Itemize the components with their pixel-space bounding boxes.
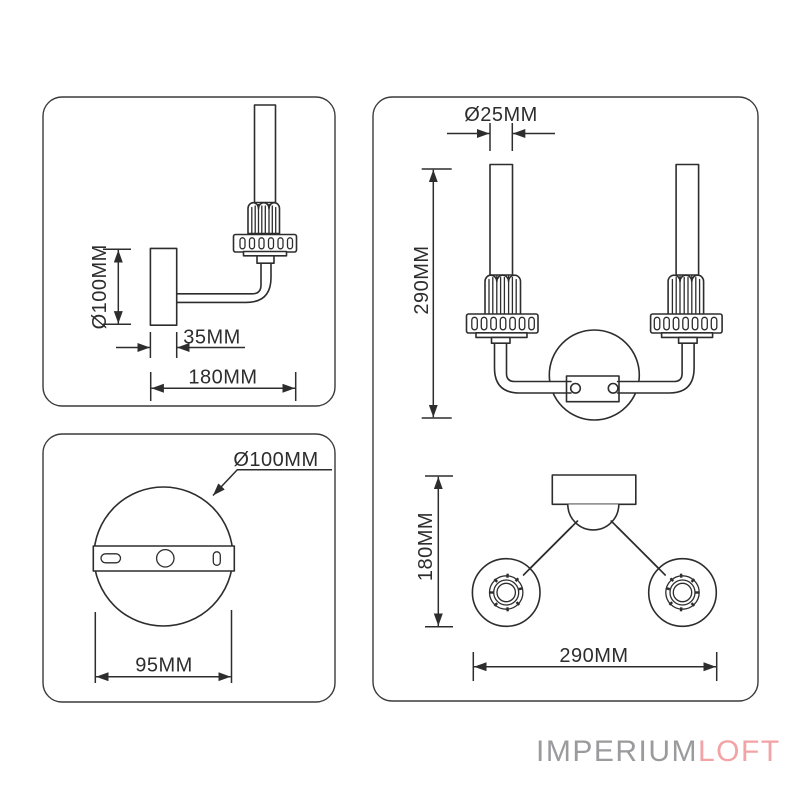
sconce-arm-side (176, 262, 272, 304)
brand-logo-loft: LOFT (698, 735, 781, 768)
fluted-section-side (247, 201, 281, 235)
candle-neck-front-left (490, 336, 511, 344)
dim-top-width: 290MM (472, 645, 718, 681)
dim-side-depth: 35MM (116, 327, 245, 358)
dim-label-backplate-diameter: Ø100MM (233, 449, 318, 471)
candle-tube-side (253, 104, 277, 204)
brand-logo: IMPERIUMLOFT (536, 735, 779, 769)
collar-slots-side (239, 237, 294, 250)
dim-backplate-width: 95MM (94, 610, 233, 683)
backplate-front (548, 329, 641, 421)
panel-backplate-view (42, 433, 336, 703)
dim-top-projection: 180MM (415, 475, 453, 628)
arm-socket-left (569, 382, 582, 394)
dim-label-top-width: 290MM (559, 645, 628, 667)
dim-label-front-candle-diameter: Ø25MM (464, 104, 538, 126)
wall-plate-side (149, 247, 178, 326)
dim-front-candle-diameter: Ø25MM (447, 104, 555, 151)
sconce-arm-front-left (493, 342, 572, 394)
backplate-view-drawing: Ø100MM 95MM (92, 449, 332, 683)
candle-tube-front-left (489, 163, 514, 276)
dim-label-front-height: 290MM (411, 245, 433, 314)
side-view-drawing: Ø100MM 35MM 180MM (89, 104, 298, 401)
dim-side-length: 180MM (149, 367, 297, 401)
candle-neck-side (256, 255, 275, 265)
sconce-arm-front-right (616, 342, 695, 394)
mounting-slot-right (212, 551, 221, 566)
top-view-drawing: 180MM 290MM (415, 474, 718, 681)
dim-label-side-depth: 35MM (183, 327, 241, 349)
dim-label-side-length: 180MM (188, 367, 257, 389)
junction-box-front (565, 375, 620, 403)
pivot-dome-top (567, 504, 620, 531)
panel-front-top-view (372, 96, 759, 702)
mounting-hole-center (155, 548, 175, 568)
arm-top-right (610, 520, 666, 576)
fluted-section-front-left (484, 274, 522, 316)
dim-side-diameter: Ø100MM (89, 244, 131, 329)
mounting-slot-left (100, 553, 122, 564)
dim-label-top-projection: 180MM (415, 512, 437, 581)
front-view-drawing: Ø25MM 290MM (411, 104, 723, 421)
brand-logo-imperium: IMPERIUM (536, 735, 698, 768)
arm-top-left (522, 520, 579, 576)
arm-socket-right (607, 382, 619, 394)
canopy-top (551, 474, 637, 506)
dim-backplate-diameter: Ø100MM (212, 449, 332, 497)
dim-label-backplate-width: 95MM (135, 655, 193, 677)
panel-side-view (42, 96, 336, 407)
candle-front-right (649, 163, 723, 344)
candle-side (232, 104, 298, 265)
dim-label-side-diameter: Ø100MM (89, 244, 111, 329)
dim-front-height: 290MM (411, 168, 452, 419)
candle-front-left (465, 163, 539, 344)
